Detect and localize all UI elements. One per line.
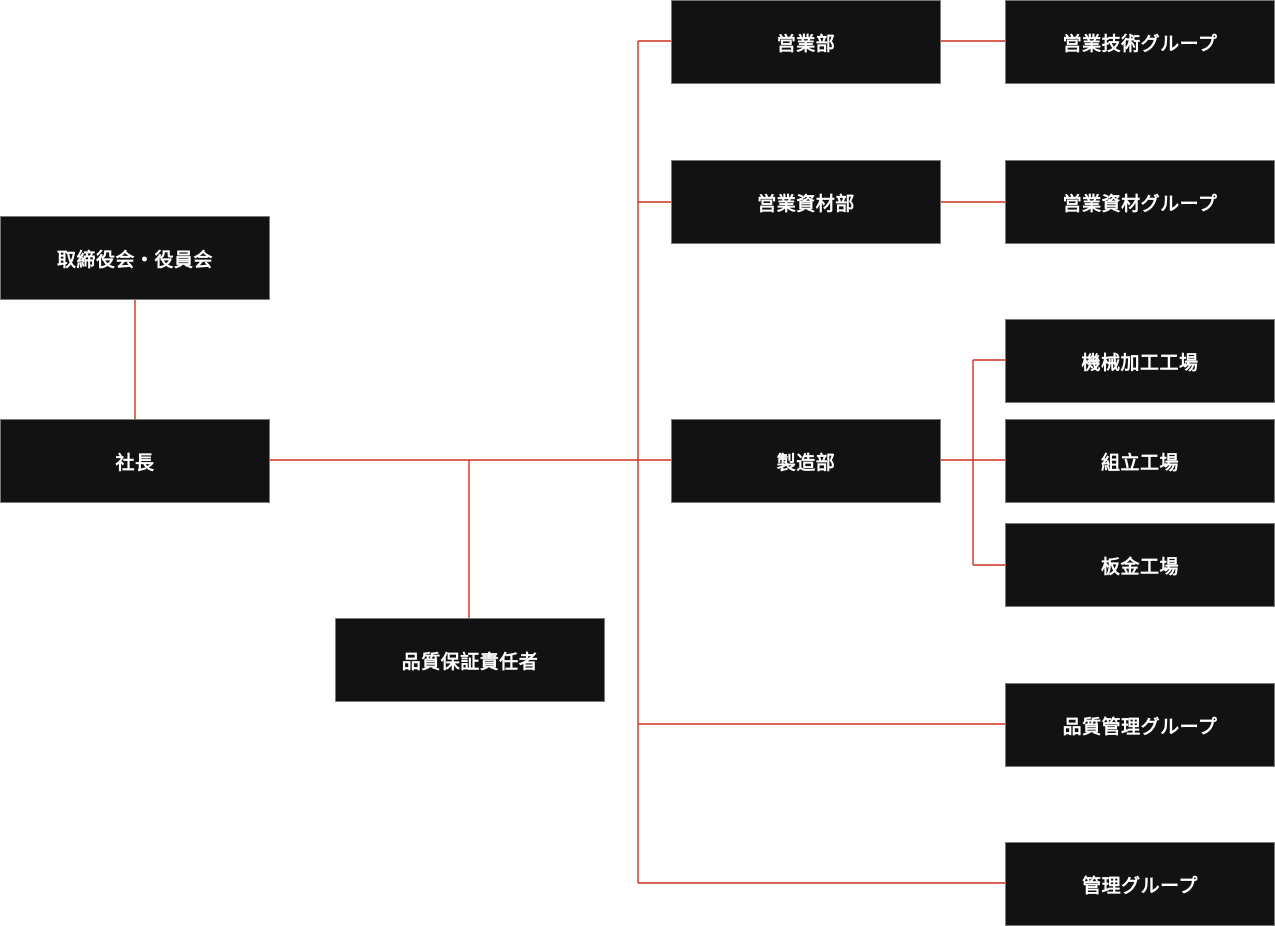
sales-materials-group-box: 営業資材グループ bbox=[1005, 160, 1275, 244]
sales-materials-group-label: 営業資材グループ bbox=[1062, 192, 1218, 215]
manufacturing-dept-label: 製造部 bbox=[776, 451, 836, 474]
president-box: 社長 bbox=[0, 419, 270, 503]
qa-manager-label: 品質保証責任者 bbox=[401, 650, 539, 673]
manufacturing-dept-box: 製造部 bbox=[671, 419, 941, 503]
qa-manager-box: 品質保証責任者 bbox=[335, 618, 605, 702]
sales-tech-group-label: 営業技術グループ bbox=[1062, 32, 1218, 55]
machining-plant-label: 機械加工工場 bbox=[1081, 351, 1199, 374]
quality-control-group-label: 品質管理グループ bbox=[1062, 715, 1218, 738]
sales-materials-dept-box: 営業資材部 bbox=[671, 160, 941, 244]
sales-dept-label: 営業部 bbox=[776, 32, 836, 55]
assembly-plant-label: 組立工場 bbox=[1100, 451, 1179, 474]
sales-tech-group-box: 営業技術グループ bbox=[1005, 0, 1275, 84]
sheet-metal-plant-label: 板金工場 bbox=[1100, 555, 1179, 578]
board-label: 取締役会・役員会 bbox=[56, 248, 213, 271]
management-group-box: 管理グループ bbox=[1005, 842, 1275, 926]
board-box: 取締役会・役員会 bbox=[0, 216, 270, 300]
president-label: 社長 bbox=[115, 451, 155, 474]
sales-dept-box: 営業部 bbox=[671, 0, 941, 84]
sheet-metal-plant-box: 板金工場 bbox=[1005, 523, 1275, 607]
sales-materials-dept-label: 営業資材部 bbox=[757, 192, 855, 215]
assembly-plant-box: 組立工場 bbox=[1005, 419, 1275, 503]
quality-control-group-box: 品質管理グループ bbox=[1005, 683, 1275, 767]
management-group-label: 管理グループ bbox=[1082, 874, 1198, 897]
machining-plant-box: 機械加工工場 bbox=[1005, 319, 1275, 403]
